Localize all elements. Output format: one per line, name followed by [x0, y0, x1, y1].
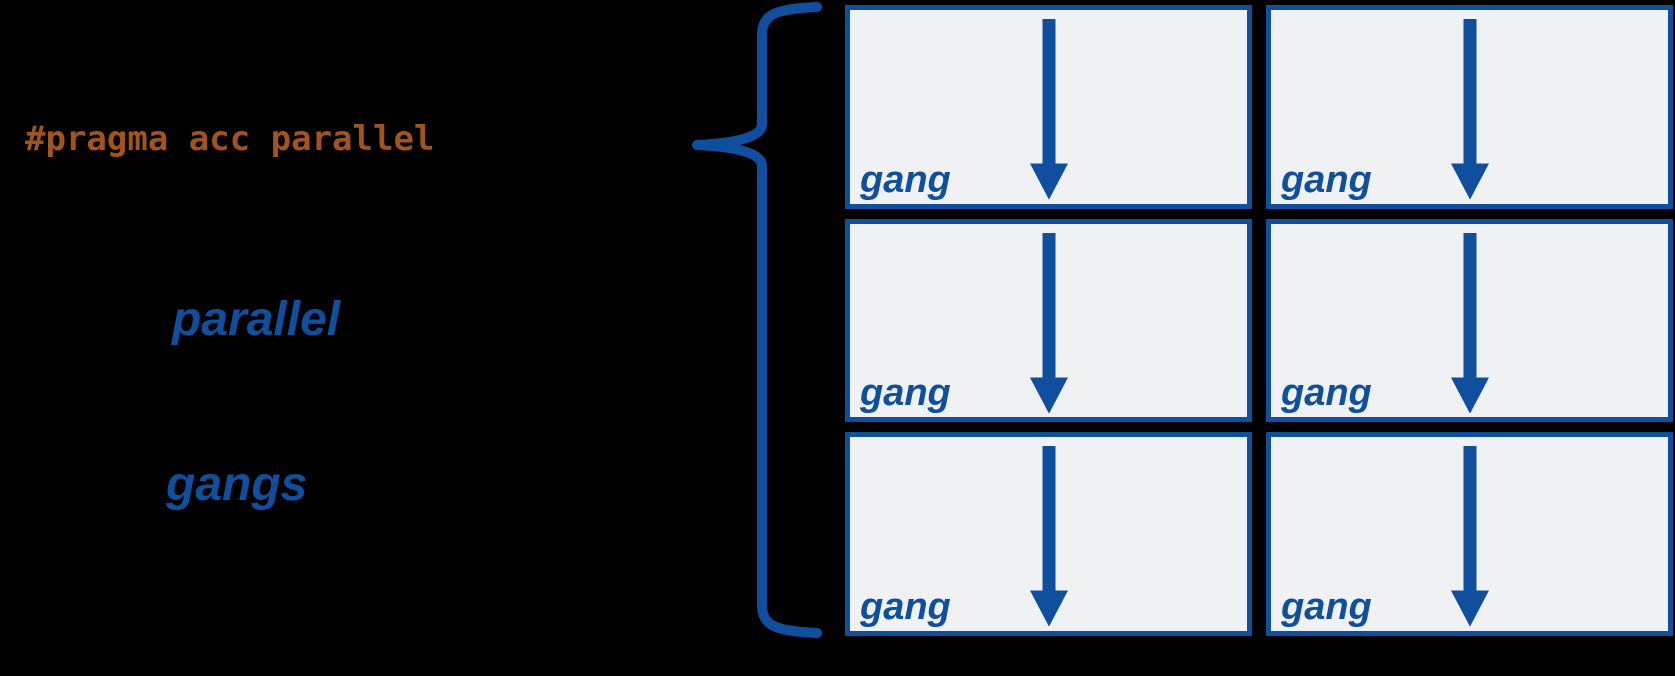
gang-box: gang	[845, 5, 1252, 209]
arrow-down-icon	[1029, 19, 1068, 200]
gang-box-label: gang	[1281, 586, 1372, 629]
arrow-down-icon	[1029, 446, 1068, 627]
gang-box: gang	[1266, 5, 1673, 209]
gang-box-label: gang	[860, 586, 951, 629]
arrow-down-icon	[1450, 446, 1489, 627]
arrow-down-icon	[1029, 232, 1068, 414]
gang-grid: gang gang gang gang	[845, 5, 1673, 636]
gang-box-label: gang	[1281, 372, 1372, 415]
parallel-label: parallel	[172, 293, 341, 346]
gang-box: gang	[1266, 432, 1673, 636]
gang-box-label: gang	[1281, 158, 1372, 201]
gang-box-label: gang	[860, 158, 951, 201]
gang-box-label: gang	[860, 372, 951, 415]
gang-box: gang	[845, 218, 1252, 423]
arrow-down-icon	[1450, 232, 1489, 414]
arrow-down-icon	[1450, 19, 1489, 200]
curly-brace-icon	[692, 2, 822, 638]
pragma-code-label: #pragma acc parallel	[25, 119, 435, 159]
gangs-label: gangs	[166, 458, 308, 511]
gang-box: gang	[1266, 218, 1673, 423]
gang-box: gang	[845, 432, 1252, 636]
